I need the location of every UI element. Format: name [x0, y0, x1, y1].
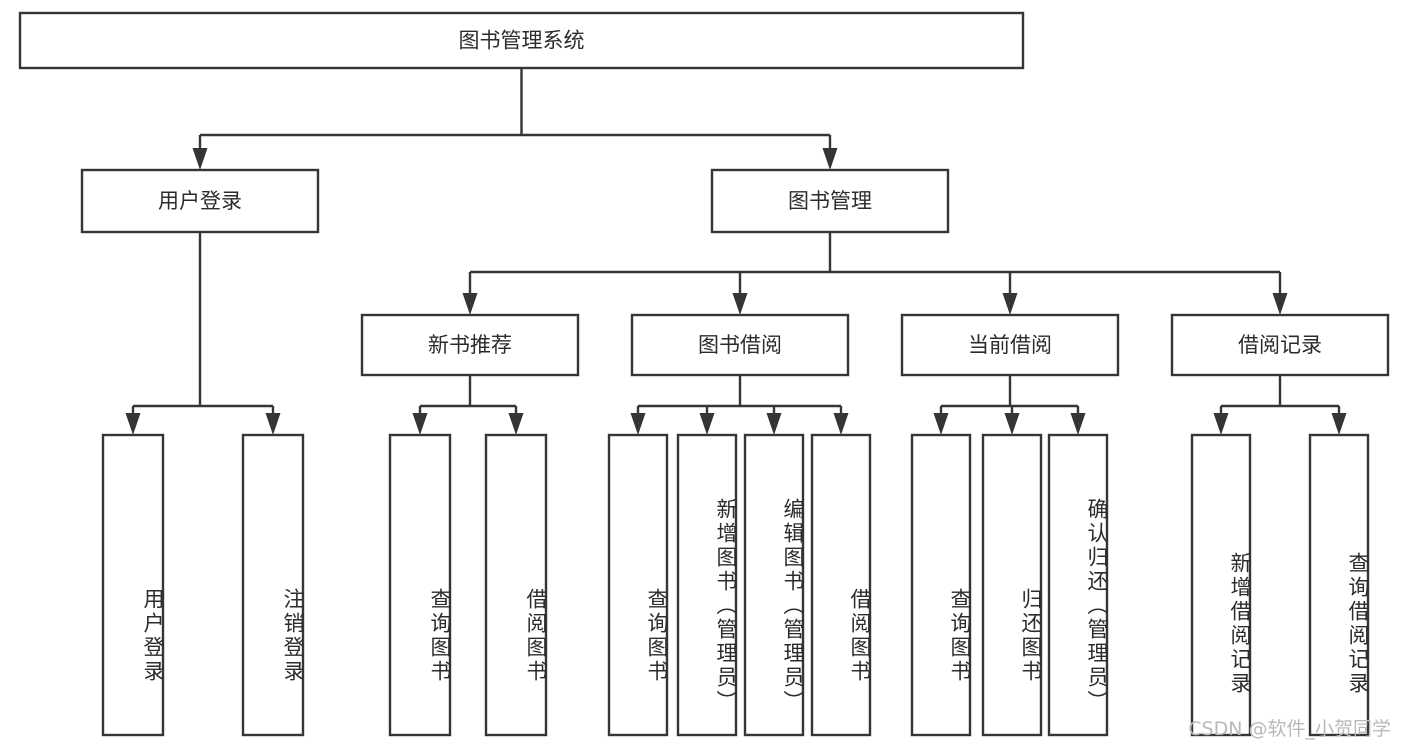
arrow-head-icon	[265, 413, 281, 435]
node-box-leaf_0[interactable]	[101, 433, 165, 737]
arrow-head-icon	[699, 413, 715, 435]
arrow-head-icon	[125, 413, 141, 435]
arrow-head-icon	[508, 413, 524, 435]
node-label-leaf_6: 编辑图书（管理员）	[781, 498, 805, 714]
node-box-l3_1[interactable]	[630, 313, 850, 377]
node-label-leaf_7: 借阅图书	[848, 588, 872, 684]
arrow-head-icon	[766, 413, 782, 435]
node-label-root: 图书管理系统	[459, 29, 585, 53]
arrow-head-icon	[732, 293, 748, 315]
node-label-leaf_9: 归还图书	[1019, 588, 1043, 684]
node-label-l2_1: 图书管理	[788, 189, 872, 213]
node-box-leaf_3[interactable]	[484, 433, 548, 737]
node-box-leaf_9[interactable]	[981, 433, 1043, 737]
node-box-leaf_4[interactable]	[607, 433, 669, 737]
node-box-leaf_2[interactable]	[388, 433, 452, 737]
arrow-head-icon	[630, 413, 646, 435]
node-box-leaf_6[interactable]	[743, 433, 805, 737]
node-label-leaf_1: 注销登录	[281, 588, 305, 684]
node-label-leaf_0: 用户登录	[141, 588, 165, 684]
node-label-leaf_3: 借阅图书	[524, 588, 548, 684]
arrow-head-icon	[1213, 413, 1229, 435]
node-label-leaf_11: 新增借阅记录	[1228, 552, 1252, 696]
node-box-leaf_5[interactable]	[676, 433, 738, 737]
watermark-credit: CSDN @软件_小贺同学	[1188, 718, 1391, 740]
arrow-head-icon	[933, 413, 949, 435]
node-box-leaf_1[interactable]	[241, 433, 305, 737]
node-label-l2_0: 用户登录	[158, 189, 242, 213]
arrow-head-icon	[462, 293, 478, 315]
node-label-leaf_2: 查询图书	[428, 588, 452, 684]
connector-layer	[125, 68, 1347, 435]
node-box-leaf_8[interactable]	[910, 433, 972, 737]
arrow-head-icon	[412, 413, 428, 435]
arrow-head-icon	[1004, 413, 1020, 435]
node-box-leaf_12[interactable]	[1308, 433, 1370, 737]
node-label-l3_3: 借阅记录	[1238, 333, 1322, 357]
node-label-leaf_5: 新增图书（管理员）	[714, 498, 738, 714]
node-box-leaf_11[interactable]	[1190, 433, 1252, 737]
arrow-head-icon	[1331, 413, 1347, 435]
node-box-leaf_10[interactable]	[1047, 433, 1109, 737]
node-box-l2_0[interactable]	[80, 168, 320, 234]
node-label-l3_2: 当前借阅	[968, 333, 1052, 357]
arrow-head-icon	[1070, 413, 1086, 435]
node-label-leaf_4: 查询图书	[645, 588, 669, 684]
node-label-l3_0: 新书推荐	[428, 333, 512, 357]
arrow-head-icon	[833, 413, 849, 435]
arrow-head-icon	[1002, 293, 1018, 315]
node-label-leaf_10: 确认归还（管理员）	[1085, 498, 1109, 714]
arrow-head-icon	[822, 148, 838, 170]
node-label-leaf_8: 查询图书	[948, 588, 972, 684]
node-box-l3_2[interactable]	[900, 313, 1120, 377]
node-box-l2_1[interactable]	[710, 168, 950, 234]
node-box-l3_3[interactable]	[1170, 313, 1390, 377]
node-label-l3_1: 图书借阅	[698, 333, 782, 357]
node-label-leaf_12: 查询借阅记录	[1346, 552, 1370, 696]
arrow-head-icon	[192, 148, 208, 170]
node-box-root[interactable]	[18, 11, 1025, 70]
node-box-l3_0[interactable]	[360, 313, 580, 377]
node-box-leaf_7[interactable]	[810, 433, 872, 737]
arrow-head-icon	[1272, 293, 1288, 315]
box-layer	[18, 11, 1390, 737]
